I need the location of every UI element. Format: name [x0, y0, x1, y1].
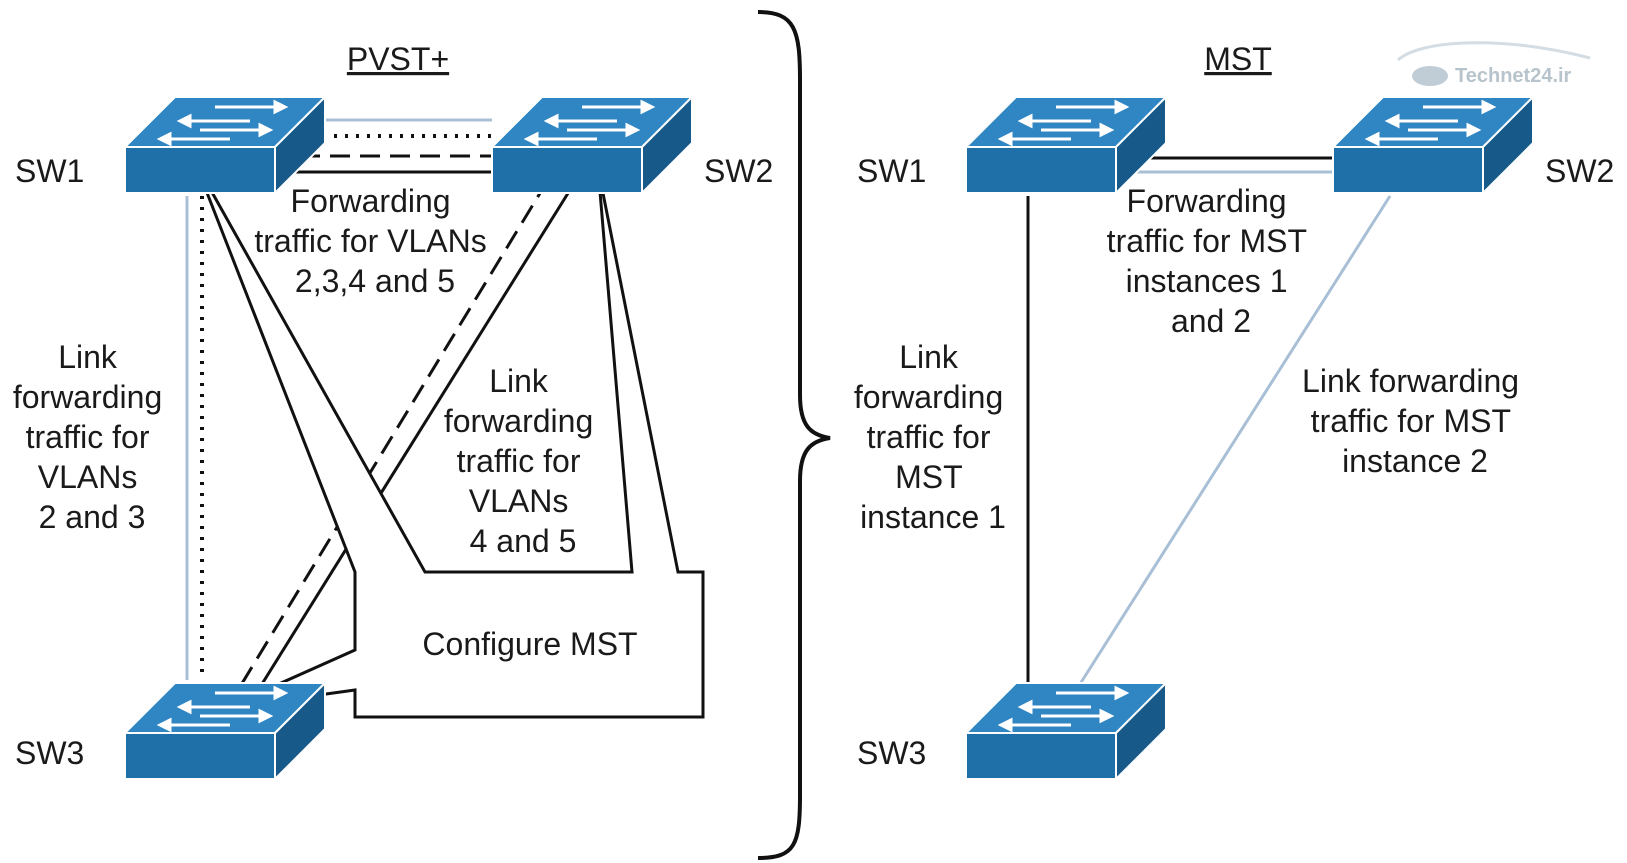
pvst-left-link-label: Link forwarding traffic for VLANs 2 and … — [13, 339, 171, 535]
pvst-sw1-label: SW1 — [15, 153, 84, 189]
mst-top-link-label: Forwarding traffic for MST instances 1 a… — [1107, 183, 1316, 339]
mst-sw3-label: SW3 — [857, 735, 926, 771]
mst-link-sw2-sw3 — [1078, 195, 1392, 685]
pvst-diag-link-label: Link forwarding traffic for VLANs 4 and … — [444, 363, 602, 559]
pvst-sw3-icon — [123, 681, 327, 781]
mst-left-link-label: Link forwarding traffic for MST instance… — [854, 339, 1012, 535]
mst-sw2-label: SW2 — [1545, 153, 1614, 189]
mst-sw3-icon — [964, 681, 1168, 781]
mst-panel: MST Technet24.ir SW1 SW2 SW3 Forwarding … — [854, 41, 1614, 781]
pvst-sw1-icon — [123, 95, 327, 195]
pvst-link-sw2-sw3 — [236, 179, 572, 701]
pvst-sw2-icon — [490, 95, 694, 195]
mst-link-sw1-sw2 — [1130, 156, 1335, 174]
pvst-title: PVST+ — [347, 41, 449, 77]
mst-sw1-icon — [964, 95, 1168, 195]
pvst-sw2-label: SW2 — [704, 153, 773, 189]
svg-text:Technet24.ir: Technet24.ir — [1455, 65, 1572, 87]
callout-configure-mst — [193, 161, 705, 719]
pvst-sw3-label: SW3 — [15, 735, 84, 771]
watermark: Technet24.ir — [1396, 41, 1591, 87]
mst-sw1-label: SW1 — [857, 153, 926, 189]
mst-sw2-icon — [1331, 95, 1535, 195]
pvst-link-sw1-sw3 — [185, 196, 204, 680]
callout-text: Configure MST — [422, 626, 637, 662]
pvst-top-link-label: Forwarding traffic for VLANs 2,3,4 and 5 — [254, 183, 495, 299]
mst-title: MST — [1204, 41, 1272, 77]
mst-diag-link-label: Link forwarding traffic for MST instance… — [1302, 363, 1528, 479]
pvst-panel: PVST+ Configure MST SW1 SW2 SW3 — [13, 41, 773, 781]
transition-brace — [757, 10, 831, 860]
